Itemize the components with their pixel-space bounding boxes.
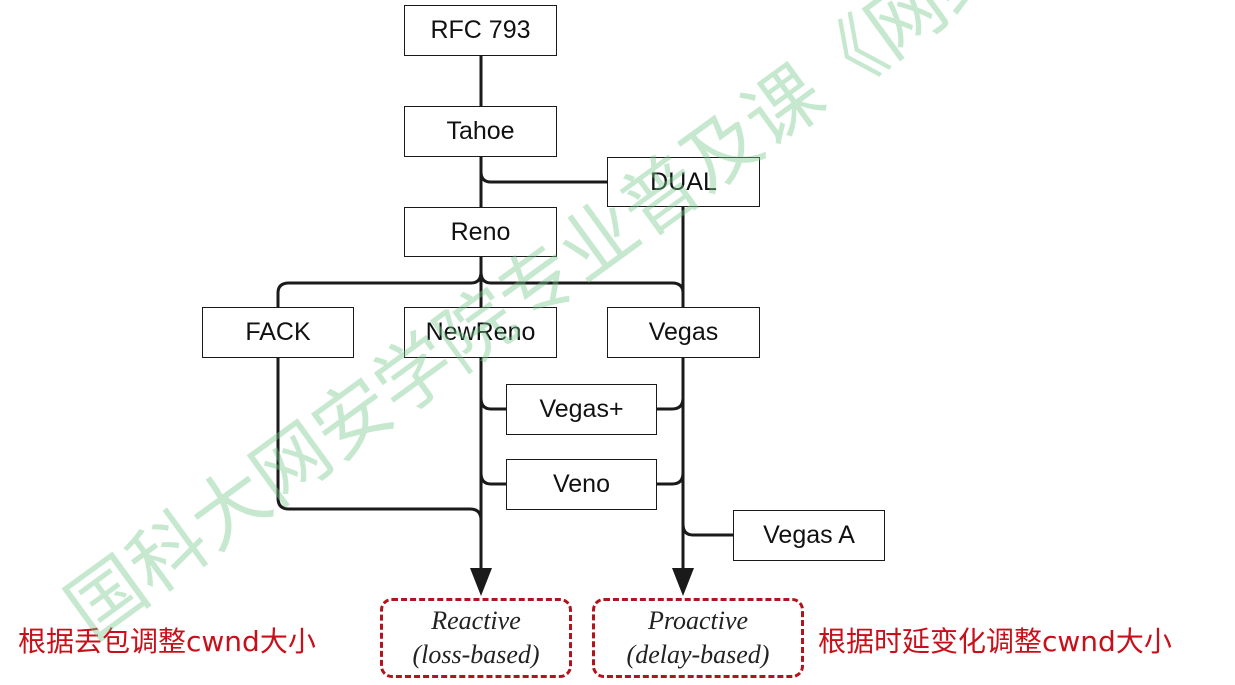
link-tahoe-dual — [479, 171, 607, 184]
link-veno-vegas — [657, 472, 685, 486]
node-newreno: NewReno — [404, 307, 557, 358]
node-vegas-plus: Vegas+ — [506, 384, 657, 435]
node-reno: Reno — [404, 207, 557, 257]
category-reactive: Reactive (loss-based) — [380, 598, 572, 678]
arrow-to-proactive — [672, 568, 694, 596]
node-dual: DUAL — [607, 157, 760, 207]
annotation-loss-based: 根据丢包调整cwnd大小 — [18, 625, 316, 658]
node-veno: Veno — [506, 459, 657, 510]
link-reno-fack — [276, 271, 483, 307]
node-rfc793: RFC 793 — [404, 5, 557, 56]
node-tahoe: Tahoe — [404, 106, 557, 157]
link-fack-reactive — [276, 358, 483, 521]
link-vegas-vegasa — [681, 523, 733, 537]
annotation-delay-based: 根据时延变化调整cwnd大小 — [818, 625, 1172, 658]
arrow-to-reactive — [470, 568, 492, 596]
category-proactive: Proactive (delay-based) — [592, 598, 804, 678]
link-newreno-veno — [479, 472, 506, 486]
link-newreno-vegasplus — [479, 397, 506, 411]
category-reactive-title: Reactive — [431, 606, 521, 636]
node-vegas-a: Vegas A — [733, 510, 885, 561]
node-fack: FACK — [202, 307, 354, 358]
category-proactive-title: Proactive — [647, 606, 749, 636]
link-reno-vegas — [479, 271, 685, 307]
node-vegas: Vegas — [607, 307, 760, 358]
link-vegasplus-vegas — [657, 397, 685, 411]
category-proactive-subtitle: (delay-based) — [626, 640, 770, 669]
category-reactive-subtitle: (loss-based) — [412, 640, 540, 669]
